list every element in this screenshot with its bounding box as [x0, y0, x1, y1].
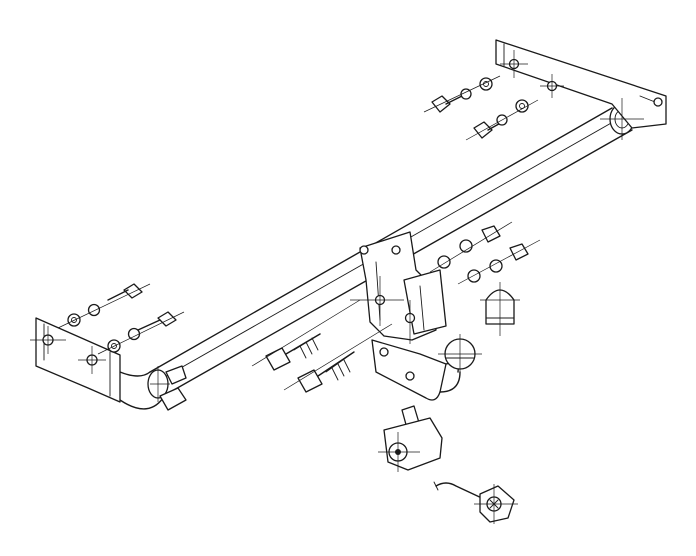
wiring-plug: [433, 481, 518, 524]
left-mount-bracket: [30, 317, 170, 403]
ball-cover-cap: [480, 282, 520, 336]
center-nuts: [429, 221, 541, 285]
center-bolts: [251, 299, 393, 393]
tow-ball-neck: [371, 334, 482, 401]
right-mount-bracket: [495, 39, 667, 140]
right-fasteners: [423, 75, 539, 141]
center-mount-plate: [350, 231, 447, 344]
left-fasteners: [57, 283, 185, 355]
socket-plate: [378, 405, 443, 472]
